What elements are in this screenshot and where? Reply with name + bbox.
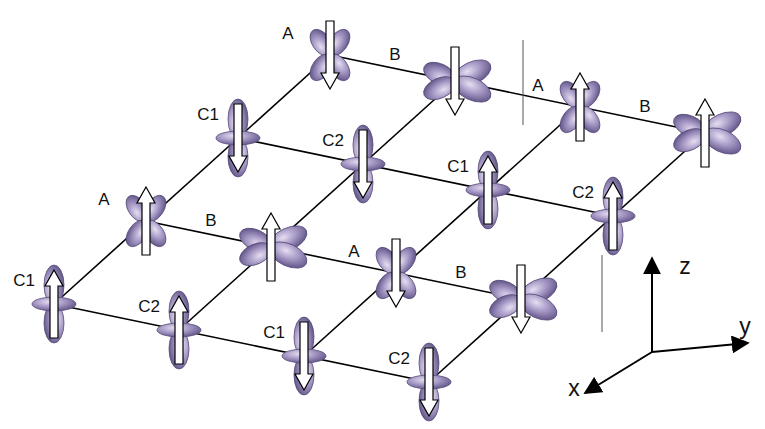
spin-arrow	[229, 104, 247, 172]
site-label: A	[282, 25, 293, 42]
lattice-site	[591, 177, 635, 255]
lattice-bond	[304, 107, 580, 356]
spin-arrow	[604, 182, 622, 250]
spin-arrow	[512, 265, 530, 333]
lattice-bond	[54, 304, 429, 382]
spin-arrow	[45, 270, 63, 338]
spin-arrow	[170, 296, 188, 364]
spin-arrow	[321, 21, 339, 89]
lattice-site	[282, 317, 326, 395]
y-axis	[652, 343, 748, 352]
lattice-site	[420, 47, 495, 115]
lattice-site	[466, 151, 510, 229]
lattice-site	[121, 187, 170, 255]
axis-label: y	[739, 315, 751, 338]
spin-arrow	[295, 322, 313, 390]
spin-arrow	[420, 348, 438, 416]
spin-arrow	[137, 187, 155, 255]
axis-label: z	[679, 255, 691, 278]
lattice-site	[407, 343, 451, 421]
lattice-bond	[330, 55, 705, 133]
lattice-site	[216, 99, 260, 177]
spin-arrow	[446, 47, 464, 115]
lattice-site	[670, 99, 745, 167]
spin-arrow	[479, 156, 497, 224]
lattice-bond	[429, 133, 705, 382]
site-label: B	[639, 98, 650, 115]
lattice-bond	[179, 81, 455, 330]
x-axis	[585, 352, 652, 393]
guide-line	[602, 255, 603, 332]
lattice-site	[236, 213, 311, 281]
site-label: B	[455, 264, 466, 281]
axis-label: x	[568, 377, 580, 400]
spin-arrow	[696, 99, 714, 167]
site-label: A	[532, 77, 543, 94]
lattice-site	[305, 21, 354, 89]
site-label: C1	[197, 106, 219, 123]
spin-arrow	[571, 73, 589, 141]
site-label: C1	[263, 324, 285, 341]
lattice-site	[341, 125, 385, 203]
site-label: C2	[138, 298, 160, 315]
site-label: C1	[447, 158, 469, 175]
spin-arrow	[387, 239, 405, 307]
site-label: A	[98, 191, 109, 208]
site-label: A	[348, 243, 359, 260]
lattice-bond	[238, 138, 613, 216]
site-label: B	[205, 212, 216, 229]
site-label: C1	[13, 272, 35, 289]
z-axis	[651, 258, 653, 352]
lattice-site	[371, 239, 420, 307]
lattice-bond	[54, 55, 330, 304]
lattice-bond	[146, 221, 521, 299]
lattice-site	[32, 265, 76, 343]
site-label: C2	[322, 132, 344, 149]
lattice-site	[486, 265, 561, 333]
spin-arrow	[262, 213, 280, 281]
site-label: C2	[388, 350, 410, 367]
site-label: B	[389, 46, 400, 63]
guide-line	[523, 40, 524, 125]
site-label: C2	[572, 184, 594, 201]
spin-arrow	[354, 130, 372, 198]
lattice-site	[157, 291, 201, 369]
lattice-site	[555, 73, 604, 141]
